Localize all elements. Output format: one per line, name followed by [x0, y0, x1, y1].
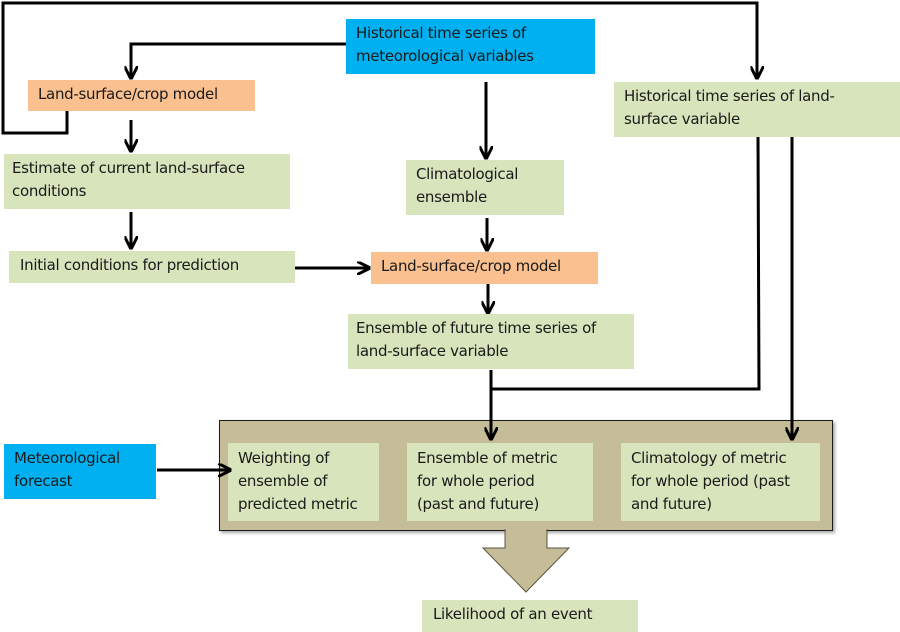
connector-crop-model-to-hist-land — [1, 1, 757, 135]
node-weighting: Weighting of ensemble of predicted metri… — [228, 443, 379, 521]
node-label: Climatological ensemble — [416, 165, 519, 206]
node-label: Estimate of current land-surface conditi… — [12, 159, 245, 200]
node-label: Ensemble of future time series of land-s… — [356, 319, 596, 360]
node-crop-model-2: Land-surface/crop model — [371, 252, 598, 284]
node-label: Land-surface/crop model — [381, 257, 561, 275]
node-meteorological-forecast: Meteorological forecast — [4, 444, 156, 499]
node-ensemble-future: Ensemble of future time series of land-s… — [348, 314, 634, 369]
node-historical-meteorological: Historical time series of meteorological… — [346, 19, 595, 74]
node-label: Weighting of ensemble of predicted metri… — [238, 449, 358, 513]
node-label: Meteorological forecast — [14, 449, 120, 490]
node-likelihood: Likelihood of an event — [422, 600, 638, 632]
node-label: Land-surface/crop model — [38, 85, 218, 103]
node-label: Climatology of metric for whole period (… — [631, 449, 790, 513]
block-arrow-down-icon — [481, 529, 571, 593]
node-label: Likelihood of an event — [433, 605, 593, 623]
node-label: Ensemble of metric for whole period (pas… — [417, 449, 558, 513]
node-climatology-metric: Climatology of metric for whole period (… — [621, 443, 820, 521]
node-ensemble-metric: Ensemble of metric for whole period (pas… — [407, 443, 593, 521]
node-estimate-current: Estimate of current land-surface conditi… — [4, 154, 290, 209]
node-crop-model-1: Land-surface/crop model — [28, 80, 255, 111]
connector-hist-met-to-crop-model — [131, 42, 346, 78]
node-initial-conditions: Initial conditions for prediction — [9, 251, 295, 283]
node-label: Initial conditions for prediction — [20, 256, 239, 274]
node-historical-land-surface: Historical time series of land- surface … — [614, 82, 900, 137]
node-label: Historical time series of land- surface … — [624, 87, 835, 128]
node-label: Historical time series of meteorological… — [356, 24, 534, 65]
node-climatological-ensemble: Climatological ensemble — [406, 160, 564, 215]
connector-hist-land-to-ensemble-metric — [491, 135, 761, 391]
